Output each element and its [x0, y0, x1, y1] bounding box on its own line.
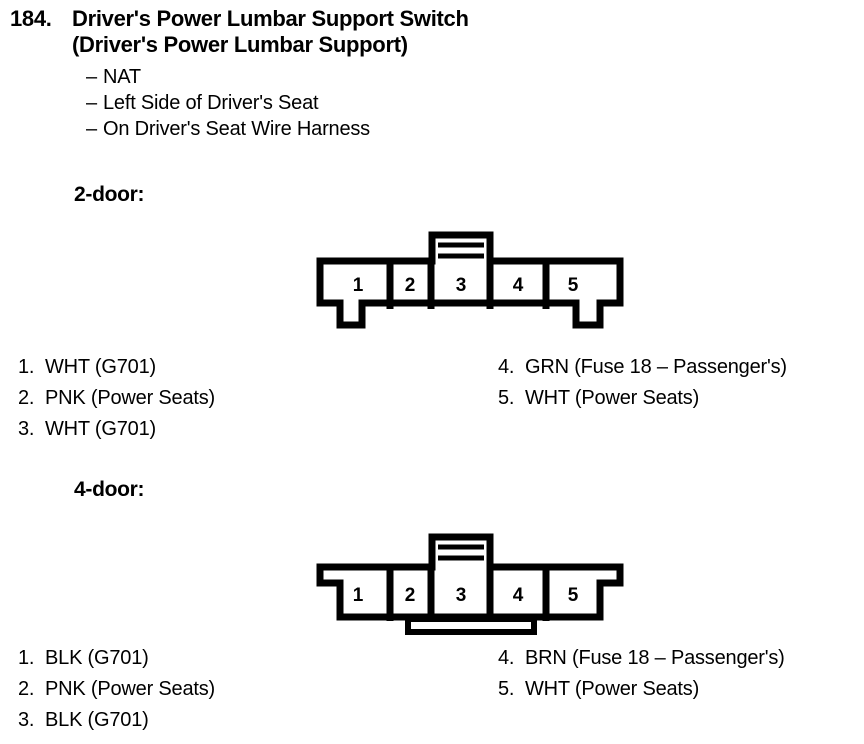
spec-item: –On Driver's Seat Wire Harness — [10, 116, 854, 142]
pin-description: BLK (G701) — [45, 647, 149, 669]
variant-label-2-door: 2-door: — [74, 183, 145, 206]
bullet-dash-icon: – — [86, 118, 97, 140]
spec-item-label: On Driver's Seat Wire Harness — [103, 118, 370, 140]
pin-index: 3. — [18, 418, 35, 440]
connector-diagram-2-door: 1 2 3 4 5 — [316, 231, 624, 329]
pin-index: 1. — [18, 356, 35, 378]
title-line-primary: Driver's Power Lumbar Support Switch — [72, 6, 469, 31]
cavity-number-4: 4 — [513, 275, 524, 296]
spec-item-label: Left Side of Driver's Seat — [103, 92, 319, 114]
pin-legend-right-column: 4. BRN (Fuse 18 – Passenger's) 5. WHT (Pow… — [498, 643, 785, 705]
pin-row: 2. PNK (Power Seats) — [18, 674, 215, 705]
bullet-dash-icon: – — [86, 92, 97, 114]
pin-legend-left-column: 1. BLK (G701) 2. PNK (Power Seats) 3. BLK (… — [18, 643, 215, 736]
pin-row: 2. PNK (Power Seats) — [18, 383, 215, 414]
bullet-dash-icon: – — [86, 66, 97, 88]
pin-index: 2. — [18, 678, 35, 700]
title-row: 184. Driver's Power Lumbar Support Switc… — [10, 6, 854, 58]
pin-row: 3. BLK (G701) — [18, 705, 215, 736]
pin-row: 1. BLK (G701) — [18, 643, 215, 674]
variant-label-4-door: 4-door: — [74, 478, 145, 501]
connector-body-outline — [316, 231, 624, 329]
pin-row: 4. BRN (Fuse 18 – Passenger's) — [498, 643, 785, 674]
title-line-secondary: (Driver's Power Lumbar Support) — [72, 32, 408, 57]
pin-index: 3. — [18, 709, 35, 731]
pin-index: 4. — [498, 647, 515, 669]
entry-heading: 184. Driver's Power Lumbar Support Switc… — [10, 6, 854, 142]
pin-description: WHT (G701) — [45, 418, 156, 440]
cavity-number-1: 1 — [353, 585, 364, 606]
cavity-number-1: 1 — [353, 275, 364, 296]
cavity-number-3: 3 — [456, 585, 467, 606]
pin-description: PNK (Power Seats) — [45, 678, 215, 700]
pin-row: 3. WHT (G701) — [18, 414, 215, 445]
pin-description: WHT (Power Seats) — [525, 678, 700, 700]
pin-index: 2. — [18, 387, 35, 409]
entry-title: Driver's Power Lumbar Support Switch (Dr… — [72, 6, 854, 58]
pin-legend-left-column: 1. WHT (G701) 2. PNK (Power Seats) 3. WHT (… — [18, 352, 215, 445]
pin-description: WHT (Power Seats) — [525, 387, 700, 409]
pin-description: PNK (Power Seats) — [45, 387, 215, 409]
cavity-number-3: 3 — [456, 275, 467, 296]
pin-description: GRN (Fuse 18 – Passenger's) — [525, 356, 787, 378]
spec-list: –NAT –Left Side of Driver's Seat –On Dri… — [10, 64, 854, 142]
cavity-number-2: 2 — [405, 585, 416, 606]
spec-item: –NAT — [10, 64, 854, 90]
pin-row: 1. WHT (G701) — [18, 352, 215, 383]
cavity-number-2: 2 — [405, 275, 416, 296]
pin-row: 4. GRN (Fuse 18 – Passenger's) — [498, 352, 787, 383]
entry-number: 184. — [10, 6, 52, 31]
pin-description: WHT (G701) — [45, 356, 156, 378]
pin-row: 5. WHT (Power Seats) — [498, 674, 785, 705]
bottom-locking-tab — [405, 616, 537, 635]
pin-row: 5. WHT (Power Seats) — [498, 383, 787, 414]
spec-item: –Left Side of Driver's Seat — [10, 90, 854, 116]
pin-description: BLK (G701) — [45, 709, 149, 731]
cavity-number-5: 5 — [568, 275, 579, 296]
pin-index: 5. — [498, 678, 515, 700]
connector-body-outline — [316, 533, 624, 621]
pin-description: BRN (Fuse 18 – Passenger's) — [525, 647, 785, 669]
spec-item-label: NAT — [103, 66, 141, 88]
pin-index: 4. — [498, 356, 515, 378]
cavity-number-5: 5 — [568, 585, 579, 606]
pin-legend-right-column: 4. GRN (Fuse 18 – Passenger's) 5. WHT (Pow… — [498, 352, 787, 414]
cavity-number-4: 4 — [513, 585, 524, 606]
pin-index: 1. — [18, 647, 35, 669]
connector-diagram-4-door: 1 2 3 4 5 — [316, 533, 624, 635]
pin-index: 5. — [498, 387, 515, 409]
